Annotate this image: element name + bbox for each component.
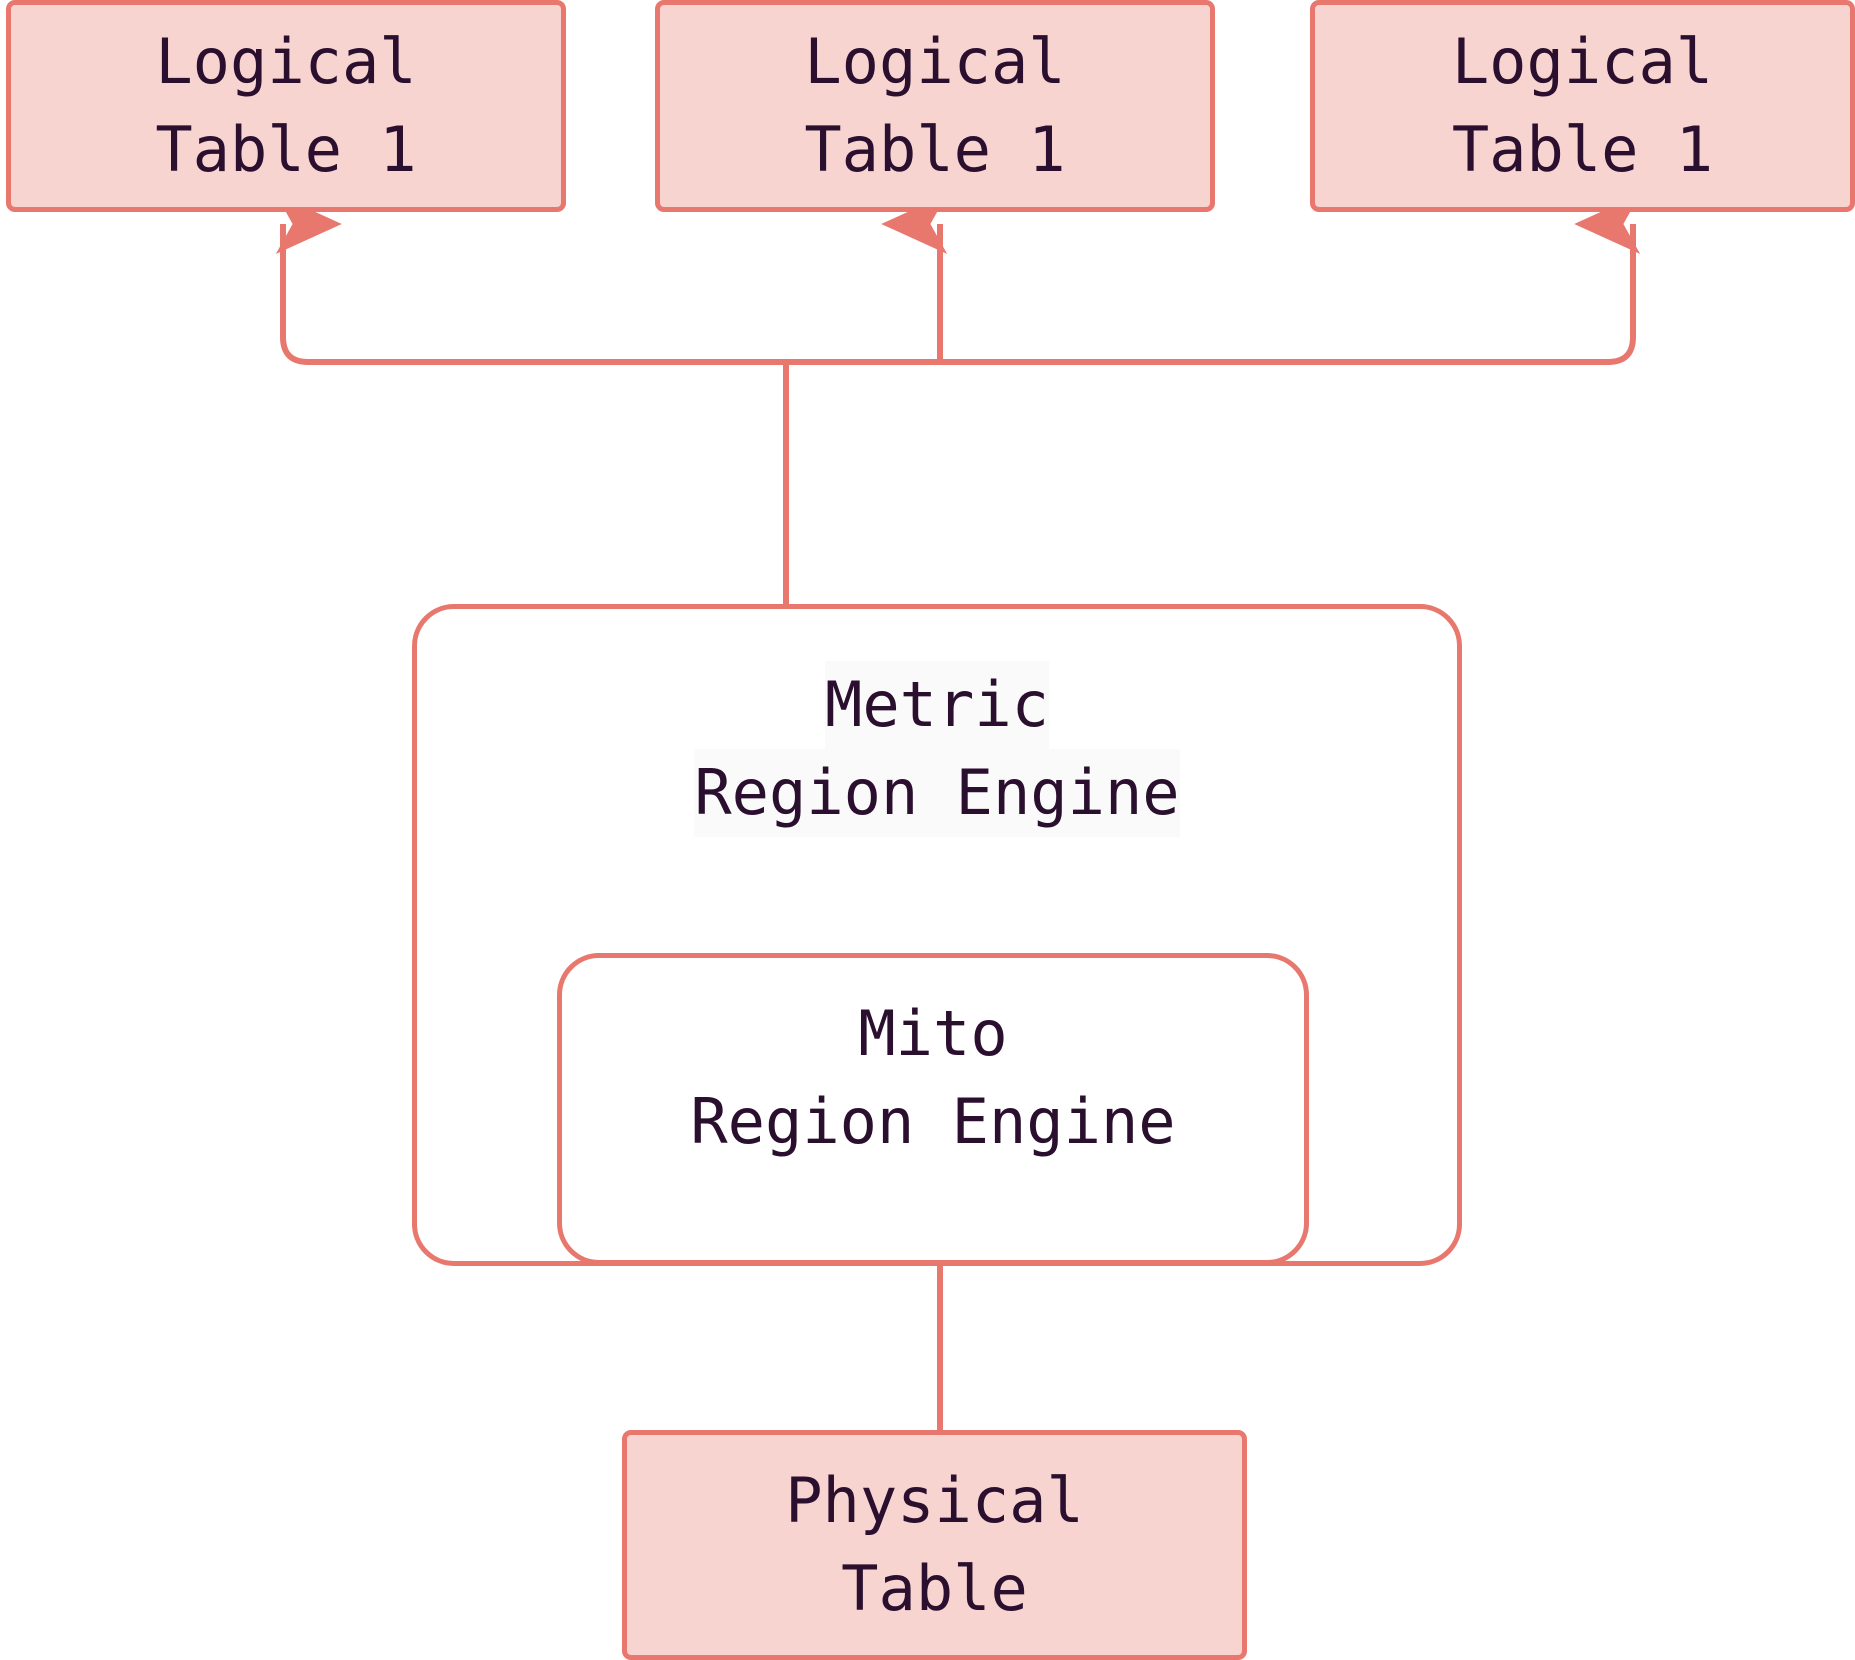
node-label-line2: Table bbox=[841, 1552, 1028, 1625]
node-label-line2: Table 1 bbox=[155, 113, 417, 186]
node-physical-table[interactable]: Physical Table bbox=[622, 1430, 1247, 1660]
connector-bus bbox=[275, 193, 1641, 365]
node-label-line2: Region Engine bbox=[690, 1085, 1176, 1159]
node-logical-table-1[interactable]: Logical Table 1 bbox=[6, 0, 566, 212]
node-label-line1: Physical bbox=[785, 1463, 1084, 1537]
node-label-line2: Region Engine bbox=[694, 749, 1180, 838]
node-label-line1: Logical bbox=[155, 24, 417, 98]
node-label-line1: Logical bbox=[1451, 24, 1714, 98]
node-logical-table-3[interactable]: Logical Table 1 bbox=[1310, 0, 1855, 212]
node-label-line2: Table 1 bbox=[1451, 113, 1714, 186]
node-logical-table-2[interactable]: Logical Table 1 bbox=[655, 0, 1215, 212]
node-label-line1: Mito bbox=[858, 997, 1008, 1070]
node-label-line1: Metric bbox=[825, 661, 1049, 750]
node-metric-region-engine[interactable]: Metric Region Engine bbox=[412, 604, 1462, 1266]
node-label-line1: Logical bbox=[804, 24, 1066, 98]
node-label-line2: Table 1 bbox=[804, 113, 1066, 186]
node-mito-region-engine[interactable]: Mito Region Engine bbox=[557, 953, 1309, 1265]
